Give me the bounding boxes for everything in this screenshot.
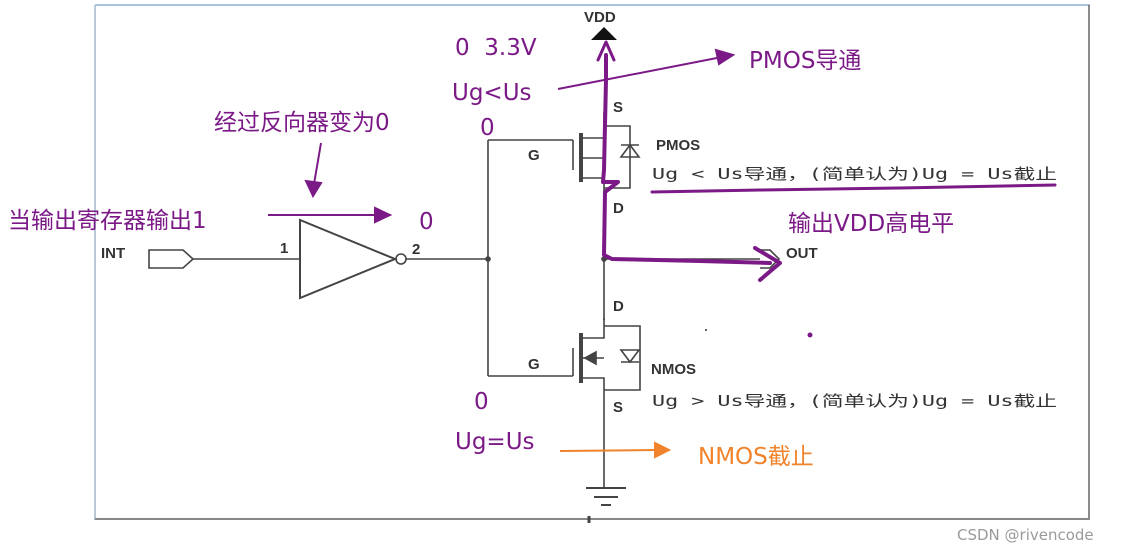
pin2-label: 2 (412, 241, 420, 258)
pmos-on-note: PMOS导通 (749, 48, 861, 74)
inverter-out-zero: 0 (419, 209, 434, 235)
output-arrowhead (753, 246, 782, 282)
pmos-note-underline (650, 183, 1057, 194)
output-high-note: 输出VDD高电平 (788, 211, 954, 237)
current-path-highlight (601, 53, 772, 265)
pmos-on-arrowhead (714, 48, 736, 66)
nmos-label: NMOS (651, 361, 696, 378)
nmos-off-note: NMOS截止 (698, 444, 814, 470)
gate-zero-top: 0 (480, 115, 495, 141)
nmos-drain-label: D (613, 298, 624, 315)
pmos-condition-note: Ug<Us (452, 80, 532, 106)
vdd-arrow-highlight (596, 40, 616, 62)
nmos-transistor (572, 318, 641, 455)
nmos-note: Ug > Us导通，(简单认为)Ug = Us截止 (652, 392, 1057, 410)
nmos-condition-note: Ug=Us (455, 429, 535, 455)
watermark: CSDN @rivencode (957, 526, 1094, 544)
pmos-source-label: S (613, 99, 623, 116)
inverter-symbol (299, 218, 398, 300)
out-label: OUT (786, 245, 818, 262)
inverter-note: 经过反向器变为0 (214, 110, 390, 136)
gate-label-top: G (528, 147, 540, 164)
handdrawn-annotations (596, 40, 1057, 282)
stray-dot (807, 332, 813, 338)
pmos-drain-label: D (613, 200, 624, 217)
vdd-voltage-note: 0 3.3V (455, 35, 537, 61)
nmos-off-arrowhead (654, 441, 672, 459)
vdd-arrow (591, 27, 617, 40)
ground-symbol (586, 455, 626, 506)
register-output-note: 当输出寄存器输出1 (8, 208, 207, 234)
gate-label-bottom: G (528, 356, 540, 373)
out-connector (760, 249, 781, 269)
vdd-label: VDD (584, 9, 616, 26)
pmos-note: Ug < Us导通，(简单认为)Ug = Us截止 (652, 165, 1057, 183)
register-arrowhead (374, 206, 393, 224)
schematic-frame (94, 4, 1090, 520)
stray-dot (705, 329, 707, 331)
nmos-source-label: S (613, 399, 623, 416)
pmos-label: PMOS (656, 137, 700, 154)
gate-zero-bottom: 0 (474, 389, 489, 415)
inverter-note-arrowhead (304, 179, 323, 199)
pin1-label: 1 (280, 240, 288, 257)
int-connector (148, 249, 195, 269)
int-label: INT (101, 245, 125, 262)
